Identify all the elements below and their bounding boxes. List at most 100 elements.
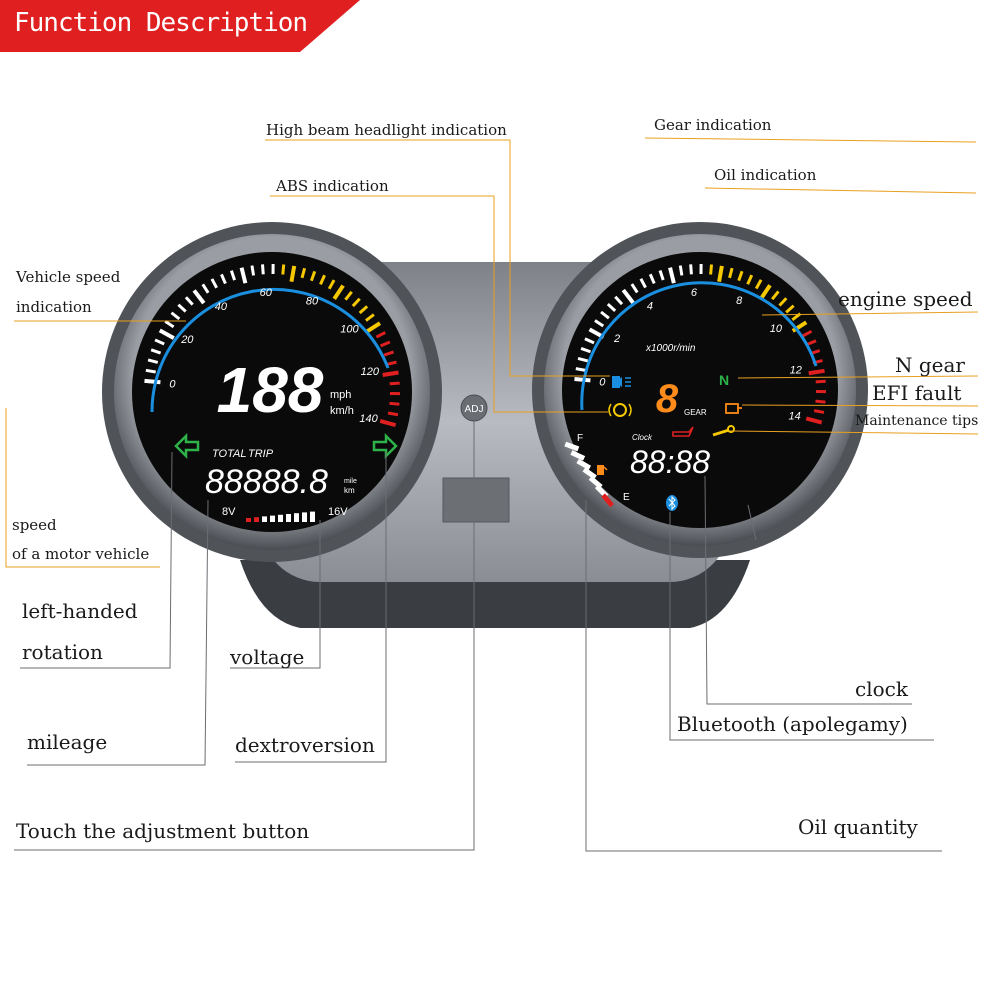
leader-n-gear	[737, 375, 979, 379]
left-arrow-icon	[174, 432, 200, 460]
speedometer-tick	[229, 270, 236, 281]
fuel-full-label: F	[577, 433, 583, 444]
voltage-bar	[302, 512, 307, 522]
speedometer-tick	[289, 265, 297, 283]
label-maintenance: Maintenance tips	[855, 413, 979, 429]
leader-bluetooth	[669, 512, 934, 741]
leader-engine-speed	[761, 311, 979, 316]
gear-digit: 8	[656, 377, 679, 421]
speedometer-tick	[201, 283, 210, 294]
tachometer-scale-label: 8	[736, 295, 743, 307]
tachometer-tick	[728, 267, 734, 279]
speedometer-tick	[281, 264, 286, 275]
wrench-icon	[712, 425, 735, 437]
tachometer-tick	[778, 297, 788, 307]
bluetooth-icon	[666, 495, 678, 511]
tachometer-tick	[689, 264, 693, 275]
tachometer-scale-label: 12	[790, 364, 802, 376]
voltage-low-label: 8V	[222, 506, 236, 518]
voltage-bar	[286, 514, 291, 522]
speedometer-tick	[358, 305, 369, 315]
leader-oil-quantity	[585, 500, 942, 852]
tachometer-tick	[594, 319, 605, 328]
label-high-beam: High beam headlight indication	[266, 121, 507, 139]
tachometer-tick	[639, 278, 647, 289]
voltage-bar	[270, 515, 275, 522]
speedometer-scale-label: 80	[306, 295, 319, 307]
center-display-window	[442, 477, 510, 523]
leader-dextroversion	[235, 452, 387, 763]
tachometer-face	[562, 252, 838, 528]
tachometer-tick	[805, 416, 823, 425]
speedometer-tick	[389, 401, 400, 406]
banner-shape	[0, 0, 360, 52]
voltage-bar	[278, 514, 283, 522]
abs-icon	[608, 403, 632, 417]
speedometer-tick	[365, 321, 382, 334]
label-gear: Gear indication	[654, 116, 772, 134]
voltage-high-label: 16V	[328, 506, 348, 518]
leader-oil	[704, 187, 977, 194]
adj-button[interactable]: ADJ	[460, 394, 488, 422]
leader-clock	[704, 475, 912, 705]
speedometer-scale-label: 40	[215, 301, 228, 313]
voltage-bar	[310, 511, 315, 522]
odometer-digits: 88888.8	[205, 463, 328, 501]
label-n-gear: N gear	[895, 353, 965, 377]
speedometer-tick	[170, 311, 181, 321]
tachometer-scale-label: 0	[599, 376, 606, 388]
oil-can-icon	[672, 426, 694, 437]
tachometer-tick	[584, 337, 595, 345]
tachometer-tick	[808, 368, 825, 376]
speedometer-tick	[383, 350, 395, 357]
fuel-level-bars	[564, 441, 615, 508]
speedometer-scale-label: 60	[260, 287, 273, 299]
high-beam-icon	[612, 376, 631, 388]
speedometer-face	[132, 252, 412, 532]
speedometer-tick	[184, 296, 194, 306]
tachometer-tick	[648, 273, 656, 285]
label-mileage: mileage	[27, 730, 108, 754]
voltage-bar	[294, 513, 299, 522]
tachometer-tick	[806, 339, 817, 347]
label-voltage: voltage	[230, 645, 305, 669]
speedometer-tick	[177, 303, 187, 313]
label-left-rotation-line2: rotation	[22, 640, 103, 664]
speedometer-tick	[300, 267, 307, 279]
leader-touch-button	[14, 421, 475, 851]
odo-unit-km: km	[344, 486, 355, 495]
leader-lines	[5, 137, 979, 568]
tachometer-tick	[577, 356, 589, 363]
leader-gear	[644, 137, 977, 143]
speedometer-scale-label: 120	[361, 366, 380, 378]
clock-digits: 88:88	[630, 444, 710, 480]
leader-mileage	[27, 499, 209, 766]
speedometer-blue-arc	[150, 287, 390, 413]
label-left-rotation-line1: left-handed	[22, 599, 138, 623]
speedometer-tick	[379, 419, 397, 428]
tachometer-tick	[658, 270, 665, 281]
speedometer-tick	[332, 284, 345, 300]
speed-unit-mph: mph	[330, 389, 351, 401]
tachometer-scale-label: 4	[647, 301, 653, 313]
speedometer-tick	[387, 411, 399, 417]
tachometer-tick	[717, 265, 724, 283]
speedometer-tick	[319, 274, 326, 286]
label-abs: ABS indication	[276, 177, 389, 195]
speedometer-tick	[309, 270, 317, 282]
tachometer-tick	[614, 295, 624, 306]
speed-digits: 188	[217, 354, 324, 426]
tachometer-tick	[801, 330, 813, 338]
speedometer-tick	[380, 340, 391, 348]
speedometer-tick	[365, 313, 375, 322]
speedometer-scale-label: 20	[180, 334, 194, 346]
tachometer-tick	[737, 270, 744, 282]
label-oil-quantity: Oil quantity	[798, 815, 918, 839]
fuel-bar	[570, 450, 586, 461]
fuel-bar	[564, 441, 580, 452]
efi-engine-icon	[725, 403, 742, 414]
label-speed-motor-line1: speed	[12, 516, 57, 534]
